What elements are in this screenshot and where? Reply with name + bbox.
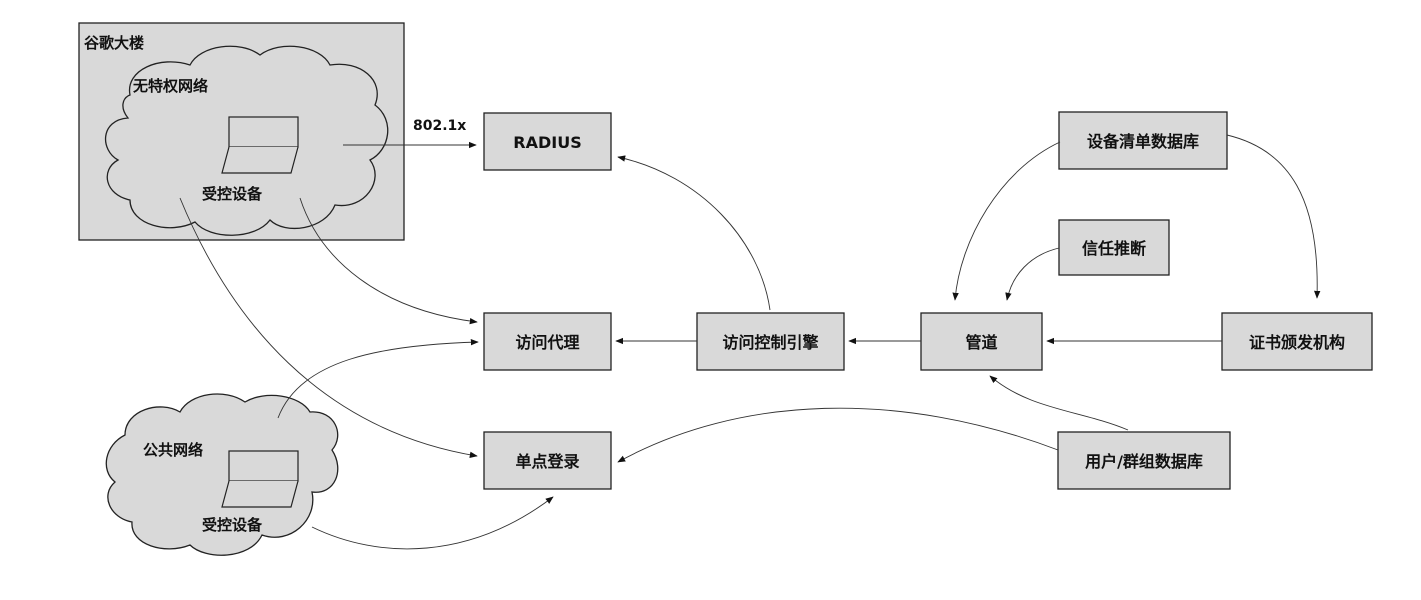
edge-office-device-to-sso (179, 197, 478, 458)
unprivileged-network-label: 无特权网络 (132, 77, 208, 95)
edge-engine-to-radius (617, 155, 771, 311)
svg-text:证书颁发机构: 证书颁发机构 (1249, 333, 1345, 352)
node-cert-authority: 证书颁发机构 (1221, 312, 1373, 371)
node-user-group-db: 用户/群组数据库 (1057, 431, 1231, 490)
svg-text:RADIUS: RADIUS (513, 133, 581, 152)
node-trust-inference: 信任推断 (1058, 219, 1170, 276)
edge-label-802-1x: 802.1x (413, 118, 466, 134)
svg-text:管道: 管道 (965, 333, 997, 352)
edge-trust-to-pipeline (1005, 247, 1060, 301)
edge-office-device-to-proxy (299, 197, 478, 325)
node-access-proxy: 访问代理 (483, 312, 612, 371)
edge-inventory-to-cert (1226, 134, 1321, 299)
node-sso: 单点登录 (483, 431, 612, 490)
svg-text:设备清单数据库: 设备清单数据库 (1087, 132, 1199, 151)
edges: 802.1x (179, 118, 1321, 550)
node-pipeline: 管道 (920, 312, 1043, 371)
svg-text:访问控制引擎: 访问控制引擎 (722, 333, 819, 352)
laptop-icon (221, 450, 299, 508)
laptop-icon (221, 116, 299, 174)
edge-userdb-to-pipeline (989, 375, 1129, 431)
public-network-cloud: 公共网络 受控设备 (105, 393, 339, 556)
edge-public-device-to-sso (311, 496, 554, 550)
svg-text:用户/群组数据库: 用户/群组数据库 (1085, 452, 1203, 471)
node-device-inventory-db: 设备清单数据库 (1058, 111, 1228, 170)
edge-public-device-to-proxy (277, 339, 479, 419)
svg-text:访问代理: 访问代理 (515, 333, 579, 352)
public-network-label: 公共网络 (143, 441, 203, 459)
node-access-control-engine: 访问控制引擎 (696, 312, 845, 371)
unprivileged-network-cloud: 无特权网络 受控设备 (104, 45, 389, 236)
device-label-office: 受控设备 (202, 185, 263, 203)
building-label: 谷歌大楼 (84, 34, 144, 52)
edge-inventory-to-pipeline (952, 141, 1061, 301)
svg-text:单点登录: 单点登录 (515, 452, 579, 471)
device-label-public: 受控设备 (202, 516, 263, 534)
node-radius: RADIUS (483, 112, 612, 171)
edge-userdb-to-sso (617, 407, 1059, 463)
svg-text:信任推断: 信任推断 (1082, 239, 1146, 258)
